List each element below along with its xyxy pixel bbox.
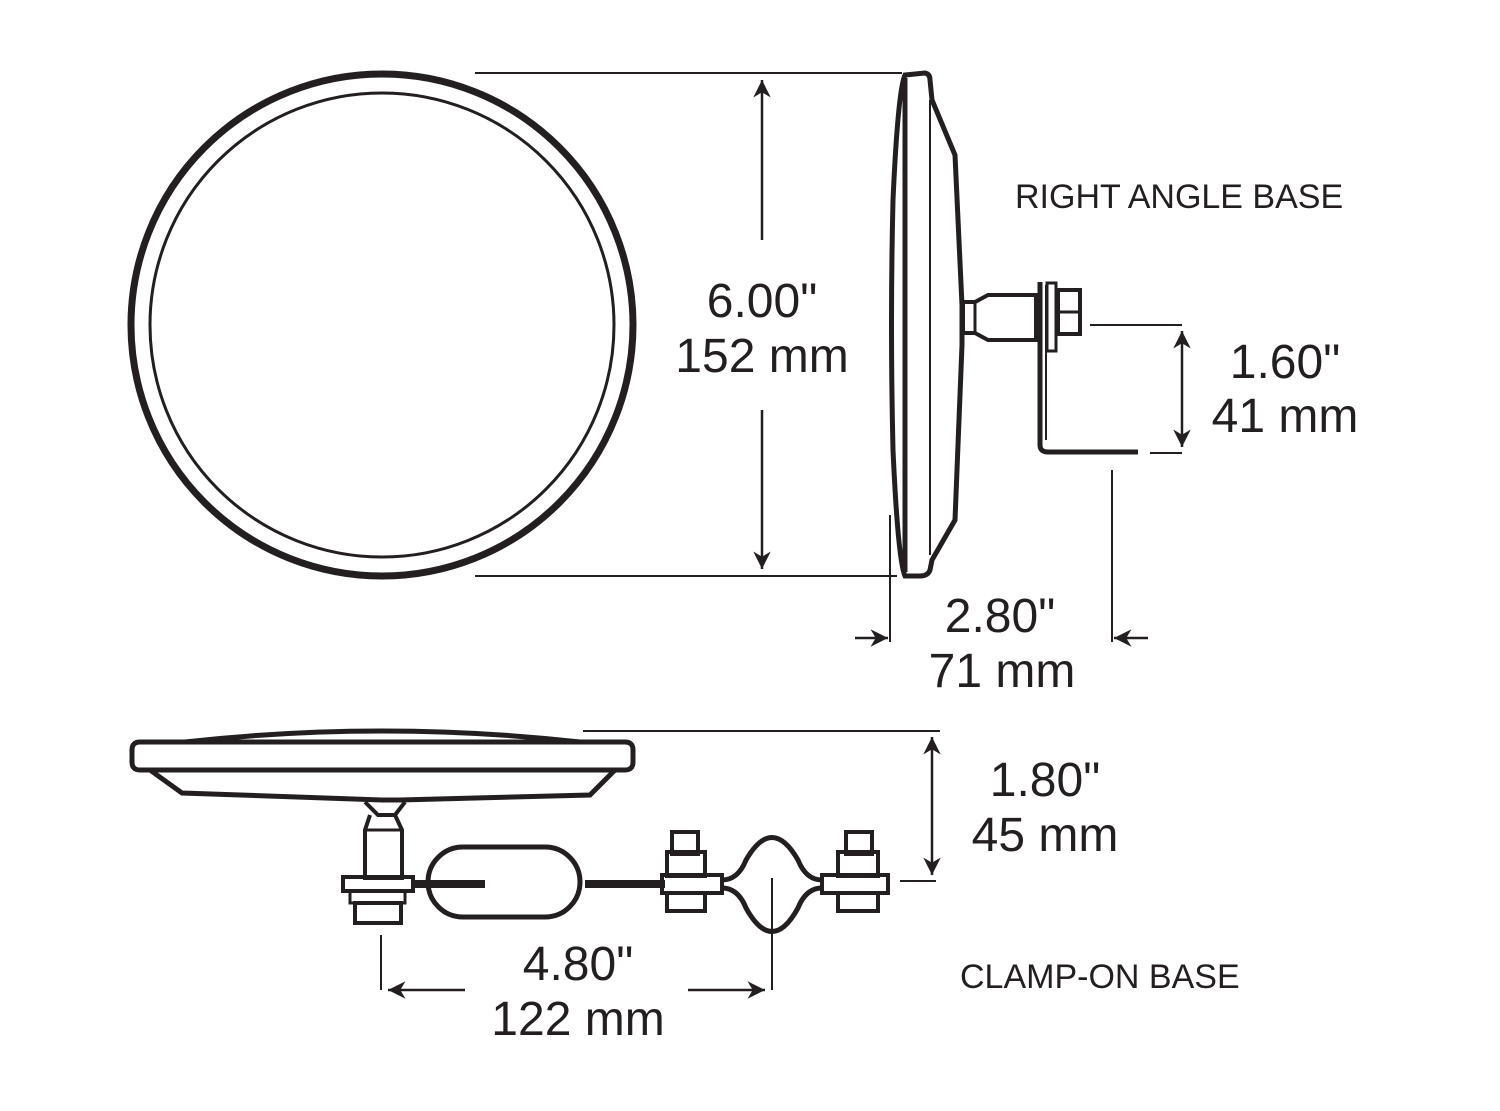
right-angle-base-label: RIGHT ANGLE BASE <box>1015 178 1343 216</box>
clamp-on-base-label: CLAMP-ON BASE <box>960 958 1240 996</box>
depth-right-angle-mm: 71 mm <box>929 645 1076 698</box>
mirror-side-view-right-angle: RIGHT ANGLE BASE <box>889 70 1343 579</box>
mirror-side-view-clamp: CLAMP-ON BASE <box>129 728 1240 996</box>
depth-right-angle-inches: 2.80" <box>945 590 1055 643</box>
diameter-dimension: 6.00" 152 mm <box>475 72 902 577</box>
bracket-height-dimension: 1.60" 41 mm <box>1090 324 1359 454</box>
mirror-front-view <box>127 70 637 580</box>
clamp-offset-mm: 122 mm <box>491 993 664 1046</box>
depth-clamp-inches: 1.80" <box>990 754 1100 807</box>
depth-right-angle-dimension: 2.80" 71 mm <box>855 470 1148 698</box>
clamp-offset-dimension: 4.80" 122 mm <box>380 878 773 1046</box>
bracket-height-mm: 41 mm <box>1212 390 1359 443</box>
diameter-inches: 6.00" <box>707 275 817 328</box>
depth-clamp-dimension: 1.80" 45 mm <box>583 730 1119 882</box>
bracket-height-inches: 1.60" <box>1230 336 1340 389</box>
diameter-mm: 152 mm <box>675 330 848 383</box>
depth-clamp-mm: 45 mm <box>972 809 1119 862</box>
clamp-offset-inches: 4.80" <box>523 938 633 991</box>
